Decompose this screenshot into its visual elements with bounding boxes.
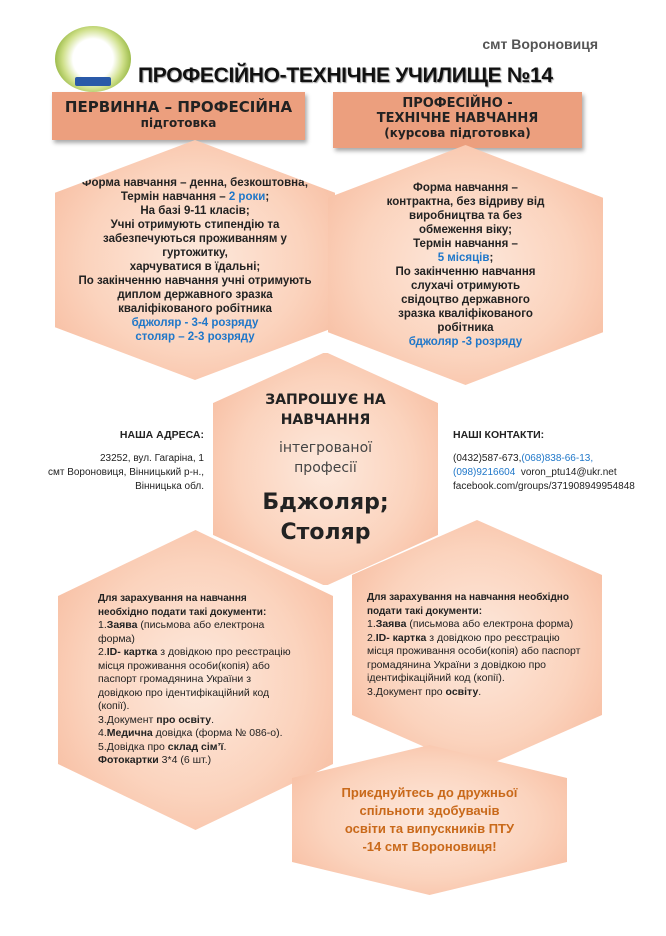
documents-right-hex: Для зарахування на навчання необхідно по… [352,520,602,770]
document-item: 5.Довідка про склад сім’ї. [98,740,227,753]
primary-title: ПЕРВИННА – ПРОФЕСІЙНА [64,98,293,116]
professions: Бджоляр; Столяр [262,490,389,545]
course-subtitle: (курсова підготовка) [384,126,531,140]
course-training-header: ПРОФЕСІЙНО - ТЕХНІЧНЕ НАВЧАННЯ (курсова … [333,92,582,148]
document-item: 2.ID- картка з довідкою про реєстрацію м… [98,646,291,713]
document-item: 3.Документ про освіту. [98,713,215,726]
primary-subtitle: підготовка [140,116,217,130]
document-item: 1.Заява (письмова або електрона форма) [98,619,265,645]
join-community-hex: Приєднуйтесь до дружньої спільноти здобу… [292,745,567,895]
center-invite-hex: ЗАПРОШУЄ НА НАВЧАННЯ інтегрованої профес… [212,352,439,586]
document-item: Фотокартки 3*4 (6 шт.) [98,754,212,767]
town-label: смт Вороновиця [482,36,598,52]
document-item: 2.ID- картка з довідкою про реєстрацію м… [367,631,581,685]
document-item: 1.Заява (письмова або електрона форма) [367,618,574,630]
document-item: 3.Документ про освіту. [367,685,482,698]
documents-left-hex: Для зарахування на навчання необхідно по… [58,530,333,830]
email-link[interactable]: voron_ptu14@ukr.net [520,467,617,478]
primary-info-hex: Форма навчання – денна, безкоштовна; Тер… [55,140,335,380]
integrated-label: інтегрованої професії [278,440,373,476]
primary-training-header: ПЕРВИННА – ПРОФЕСІЙНА підготовка [52,92,305,140]
invite-heading: ЗАПРОШУЄ НА НАВЧАННЯ [265,392,386,428]
contacts-block: НАШІ КОНТАКТИ: (0432)587-673,(068)838-66… [453,428,663,494]
course-info-hex: Форма навчання – контрактна, без відриву… [328,145,603,385]
school-emblem-logo [55,26,131,92]
address-block: НАША АДРЕСА: 23252, вул. Гагаріна, 1 смт… [47,429,204,492]
course-title: ПРОФЕСІЙНО - ТЕХНІЧНЕ НАВЧАННЯ [376,96,539,126]
document-item: 4.Медична довідка (форма № 086-о). [98,727,283,740]
facebook-link[interactable]: facebook.com/groups/371908949954848 [453,481,635,492]
join-text: Приєднуйтесь до дружньої спільноти здобу… [341,785,518,854]
page-title: ПРОФЕСІЙНО-ТЕХНІЧНЕ УЧИЛИЩЕ №14 [138,64,553,87]
